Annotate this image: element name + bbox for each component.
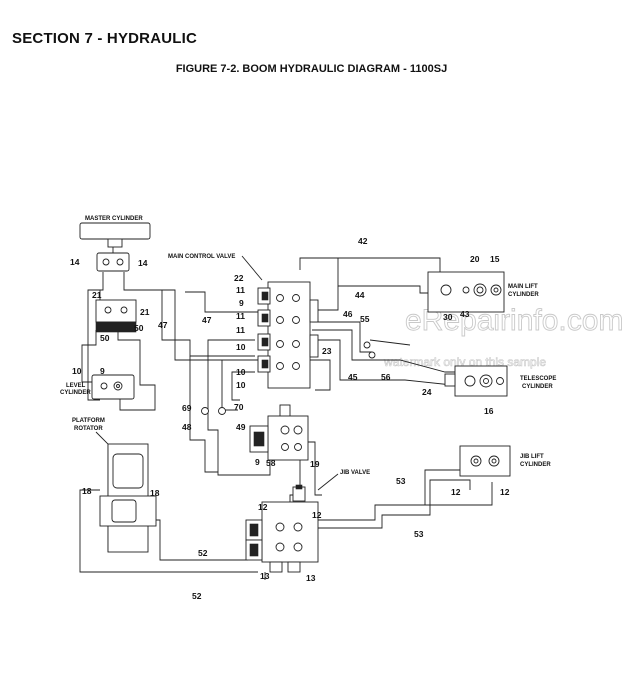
section-title: SECTION 7 - HYDRAULIC [12,30,198,47]
callout: 69 [182,403,192,413]
callout: 10 [236,380,246,390]
callout: 12 [500,487,510,497]
main-lift-cylinder-label-2: CYLINDER [508,292,539,298]
jib-valve-label: JIB VALVE [340,470,370,476]
fitting-55 [363,341,371,349]
callout: 12 [258,502,268,512]
callout: 10 [236,342,246,352]
callout: 21 [140,307,150,317]
callout: 52 [198,548,208,558]
fitting-69 [201,407,209,415]
main-control-valve-label: MAIN CONTROL VALVE [168,254,235,260]
callout: 45 [348,372,358,382]
cylinder-block-21 [95,299,137,333]
hydraulic-lines [79,257,493,580]
callout: 9 [239,298,244,308]
figure-title: FIGURE 7-2. BOOM HYDRAULIC DIAGRAM - 110… [175,63,448,75]
callout-numbers: 14 14 21 21 50 50 47 47 10 9 22 11 9 11 … [70,236,510,601]
callout: 30 [443,312,453,322]
telescope-cylinder-label-1: TELESCOPE [520,376,556,382]
callout: 56 [381,372,391,382]
callout: 55 [360,314,370,324]
master-cylinder: MASTER CYLINDER [79,216,151,272]
jib-valve: JIB VALVE [245,470,370,573]
level-cylinder-label-2: CYLINDER [60,390,91,396]
telescope-cylinder: TELESCOPE CYLINDER [444,365,556,397]
fitting-56 [368,351,376,359]
fitting-70 [218,407,226,415]
jib-valve-upper [249,404,309,461]
callout: 12 [451,487,461,497]
callout: 24 [422,387,432,397]
platform-rotator-label-1: PLATFORM [72,418,105,424]
callout: 11 [236,325,245,335]
main-control-valve: MAIN CONTROL VALVE [168,254,319,389]
platform-rotator: PLATFORM ROTATOR [72,418,157,553]
callout: 13 [260,571,270,581]
callout: 21 [92,290,102,300]
callout: 20 [470,254,480,264]
callout: 9 [255,457,260,467]
callout: 19 [310,459,320,469]
callout: 42 [358,236,368,246]
callout: 22 [234,273,244,283]
callout: 58 [266,458,276,468]
master-cylinder-label: MASTER CYLINDER [85,216,143,222]
callout: 11 [236,311,245,321]
callout: 53 [414,529,424,539]
callout: 23 [322,346,332,356]
callout: 16 [484,406,494,416]
callout: 70 [234,402,244,412]
callout: 14 [138,258,148,268]
level-cylinder-label-1: LEVEL [66,383,86,389]
main-lift-cylinder-label-1: MAIN LIFT [508,284,538,290]
callout: 10 [72,366,82,376]
callout: 47 [202,315,212,325]
callout: 49 [236,422,246,432]
callout: 43 [460,309,470,319]
callout: 47 [158,320,168,330]
callout: 53 [396,476,406,486]
callout: 11 [236,285,245,295]
jib-lift-cylinder-label-2: CYLINDER [520,462,551,468]
main-lift-cylinder: MAIN LIFT CYLINDER [427,271,539,313]
jib-lift-cylinder-label-1: JIB LIFT [520,454,544,460]
telescope-cylinder-label-2: CYLINDER [522,384,553,390]
level-cylinder: LEVEL CYLINDER [60,374,135,400]
callout: 18 [82,486,92,496]
callout: 44 [355,290,365,300]
callout: 46 [343,309,353,319]
jib-lift-cylinder: JIB LIFT CYLINDER [459,445,551,477]
callout: 15 [490,254,500,264]
callout: 14 [70,257,80,267]
callout: 50 [100,333,110,343]
callout: 10 [236,367,246,377]
callout: 9 [100,366,105,376]
callout: 48 [182,422,192,432]
platform-rotator-label-2: ROTATOR [74,426,103,432]
callout: 12 [312,510,322,520]
callout: 50 [134,323,144,333]
callout: 18 [150,488,160,498]
callout: 13 [306,573,316,583]
callout: 52 [192,591,202,601]
